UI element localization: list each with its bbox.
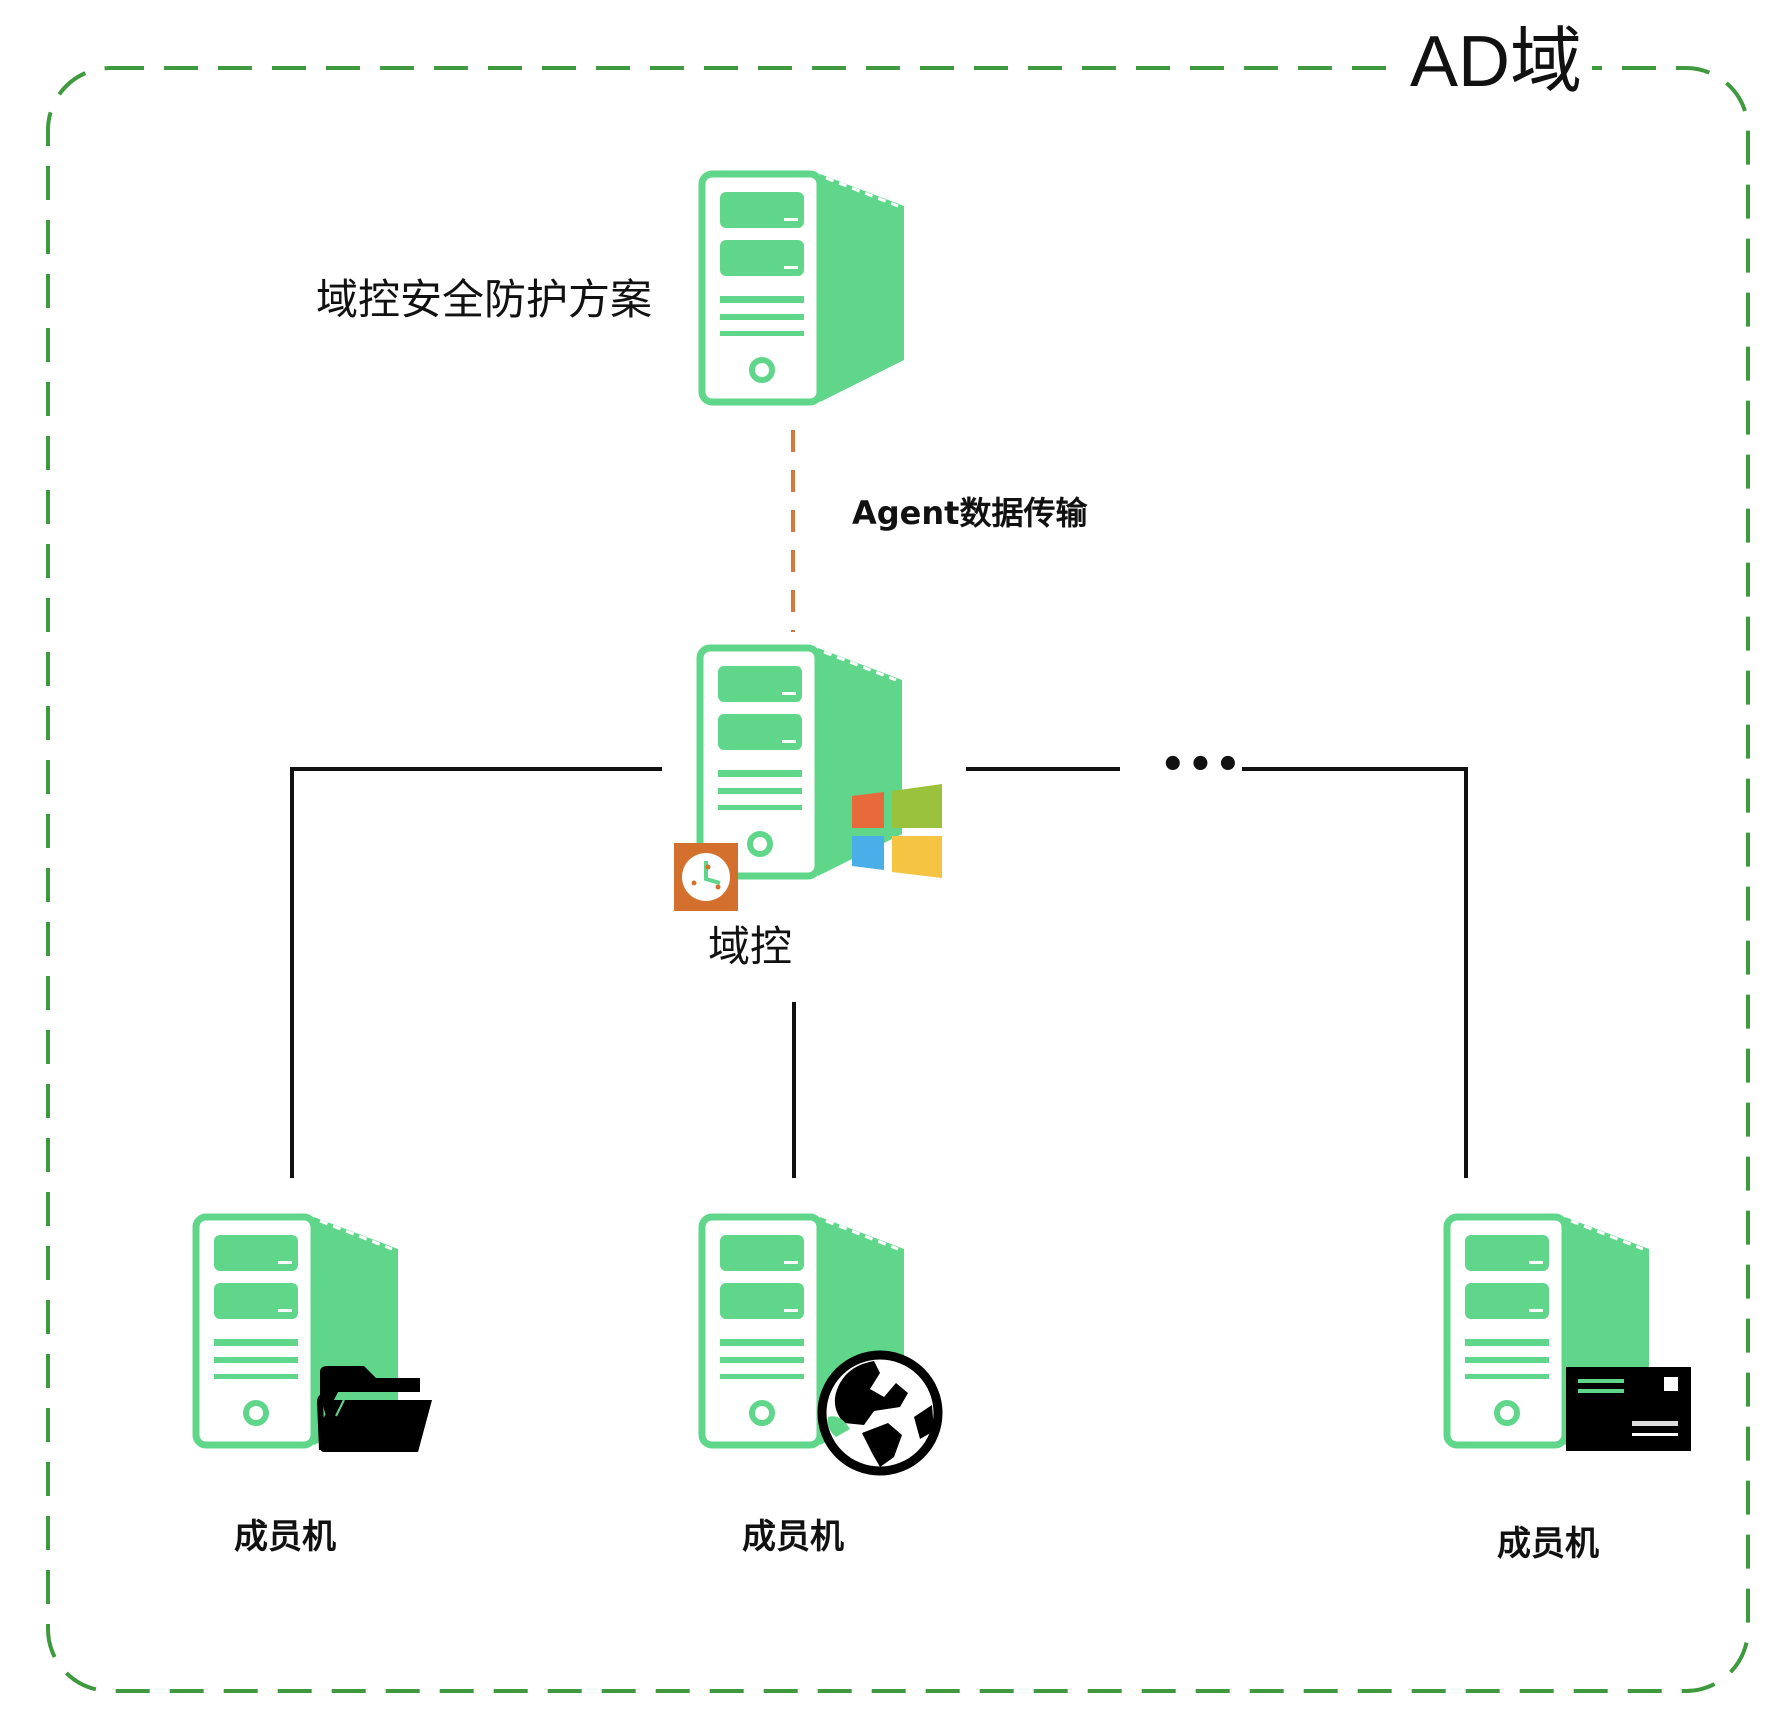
connector-lines [290, 767, 1468, 1178]
mail-card-icon [1566, 1367, 1691, 1451]
more-members-ellipsis: ••• [1160, 742, 1243, 788]
member-label-2: 成员机 [742, 1517, 844, 1557]
connector-right [1242, 767, 1468, 1178]
domain-title: AD域 [1400, 26, 1593, 98]
domain-controller-label: 域控 [707, 922, 793, 971]
solution-server-label: 域控安全防护方案 [316, 275, 653, 324]
agent-link-label: Agent数据传输 [852, 494, 1088, 532]
solution-server-icon [702, 174, 904, 402]
globe-icon [817, 1350, 943, 1476]
member-label-1: 成员机 [234, 1517, 336, 1557]
windows-logo-icon [852, 784, 942, 878]
folder-icon [316, 1366, 432, 1452]
agent-clock-icon [674, 843, 738, 911]
connector-left [290, 767, 662, 1178]
member-label-3: 成员机 [1497, 1524, 1599, 1564]
ad-domain-boundary [46, 66, 1750, 1693]
